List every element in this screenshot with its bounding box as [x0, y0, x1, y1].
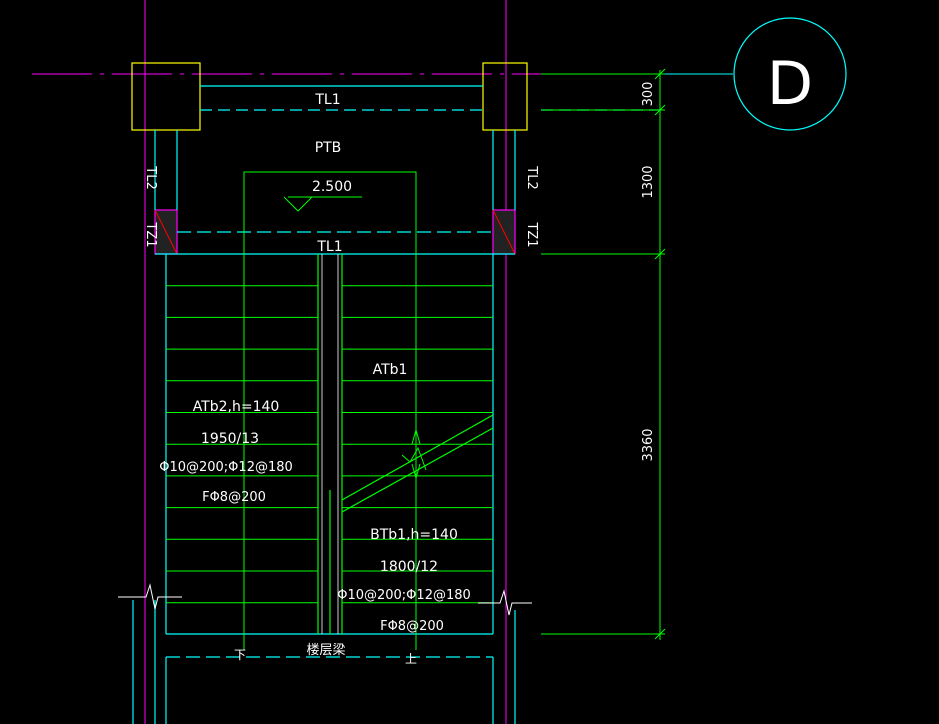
flight-b-name: BTb1,h=140 — [370, 527, 458, 543]
down-mark: 下 — [234, 648, 246, 662]
dimension-1300: 1300 — [641, 165, 656, 198]
break-lines — [118, 583, 532, 616]
dimension-line — [541, 68, 666, 640]
flight-left-span: 1950/13 — [201, 431, 259, 447]
beam-left-label: TL2 — [143, 165, 158, 189]
flight-b-rebar: Φ10@200;Φ12@180 — [337, 588, 471, 603]
floor-beam-label: 楼层梁 — [306, 643, 345, 658]
flight-b-span: 1800/12 — [380, 559, 438, 575]
elevation-marker — [283, 196, 362, 212]
platform-slab-label: PTB — [315, 140, 342, 156]
walkline — [243, 171, 427, 650]
column-left-label: TZ1 — [143, 221, 158, 247]
stringers — [317, 254, 494, 634]
beam-top-label: TL1 — [314, 92, 340, 108]
dimension-300: 300 — [641, 82, 656, 107]
elevation-label: 2.500 — [312, 179, 352, 195]
dimension-3360: 3360 — [641, 428, 656, 461]
flight-left-dist: FΦ8@200 — [202, 490, 266, 505]
flight-right-name: ATb1 — [373, 362, 408, 378]
flight-left-name: ATb2,h=140 — [193, 399, 280, 415]
stair-treads — [166, 285, 493, 604]
beam-mid-label: TL1 — [316, 239, 342, 255]
up-mark: 上 — [405, 652, 417, 666]
flight-left-rebar: Φ10@200;Φ12@180 — [159, 460, 293, 475]
grid-axis-label: D — [767, 49, 813, 119]
beam-right-label: TL2 — [524, 165, 539, 189]
flight-b-dist: FΦ8@200 — [380, 619, 444, 634]
column-right-label: TZ1 — [524, 221, 539, 247]
grid-bubble-d: D — [733, 17, 847, 131]
